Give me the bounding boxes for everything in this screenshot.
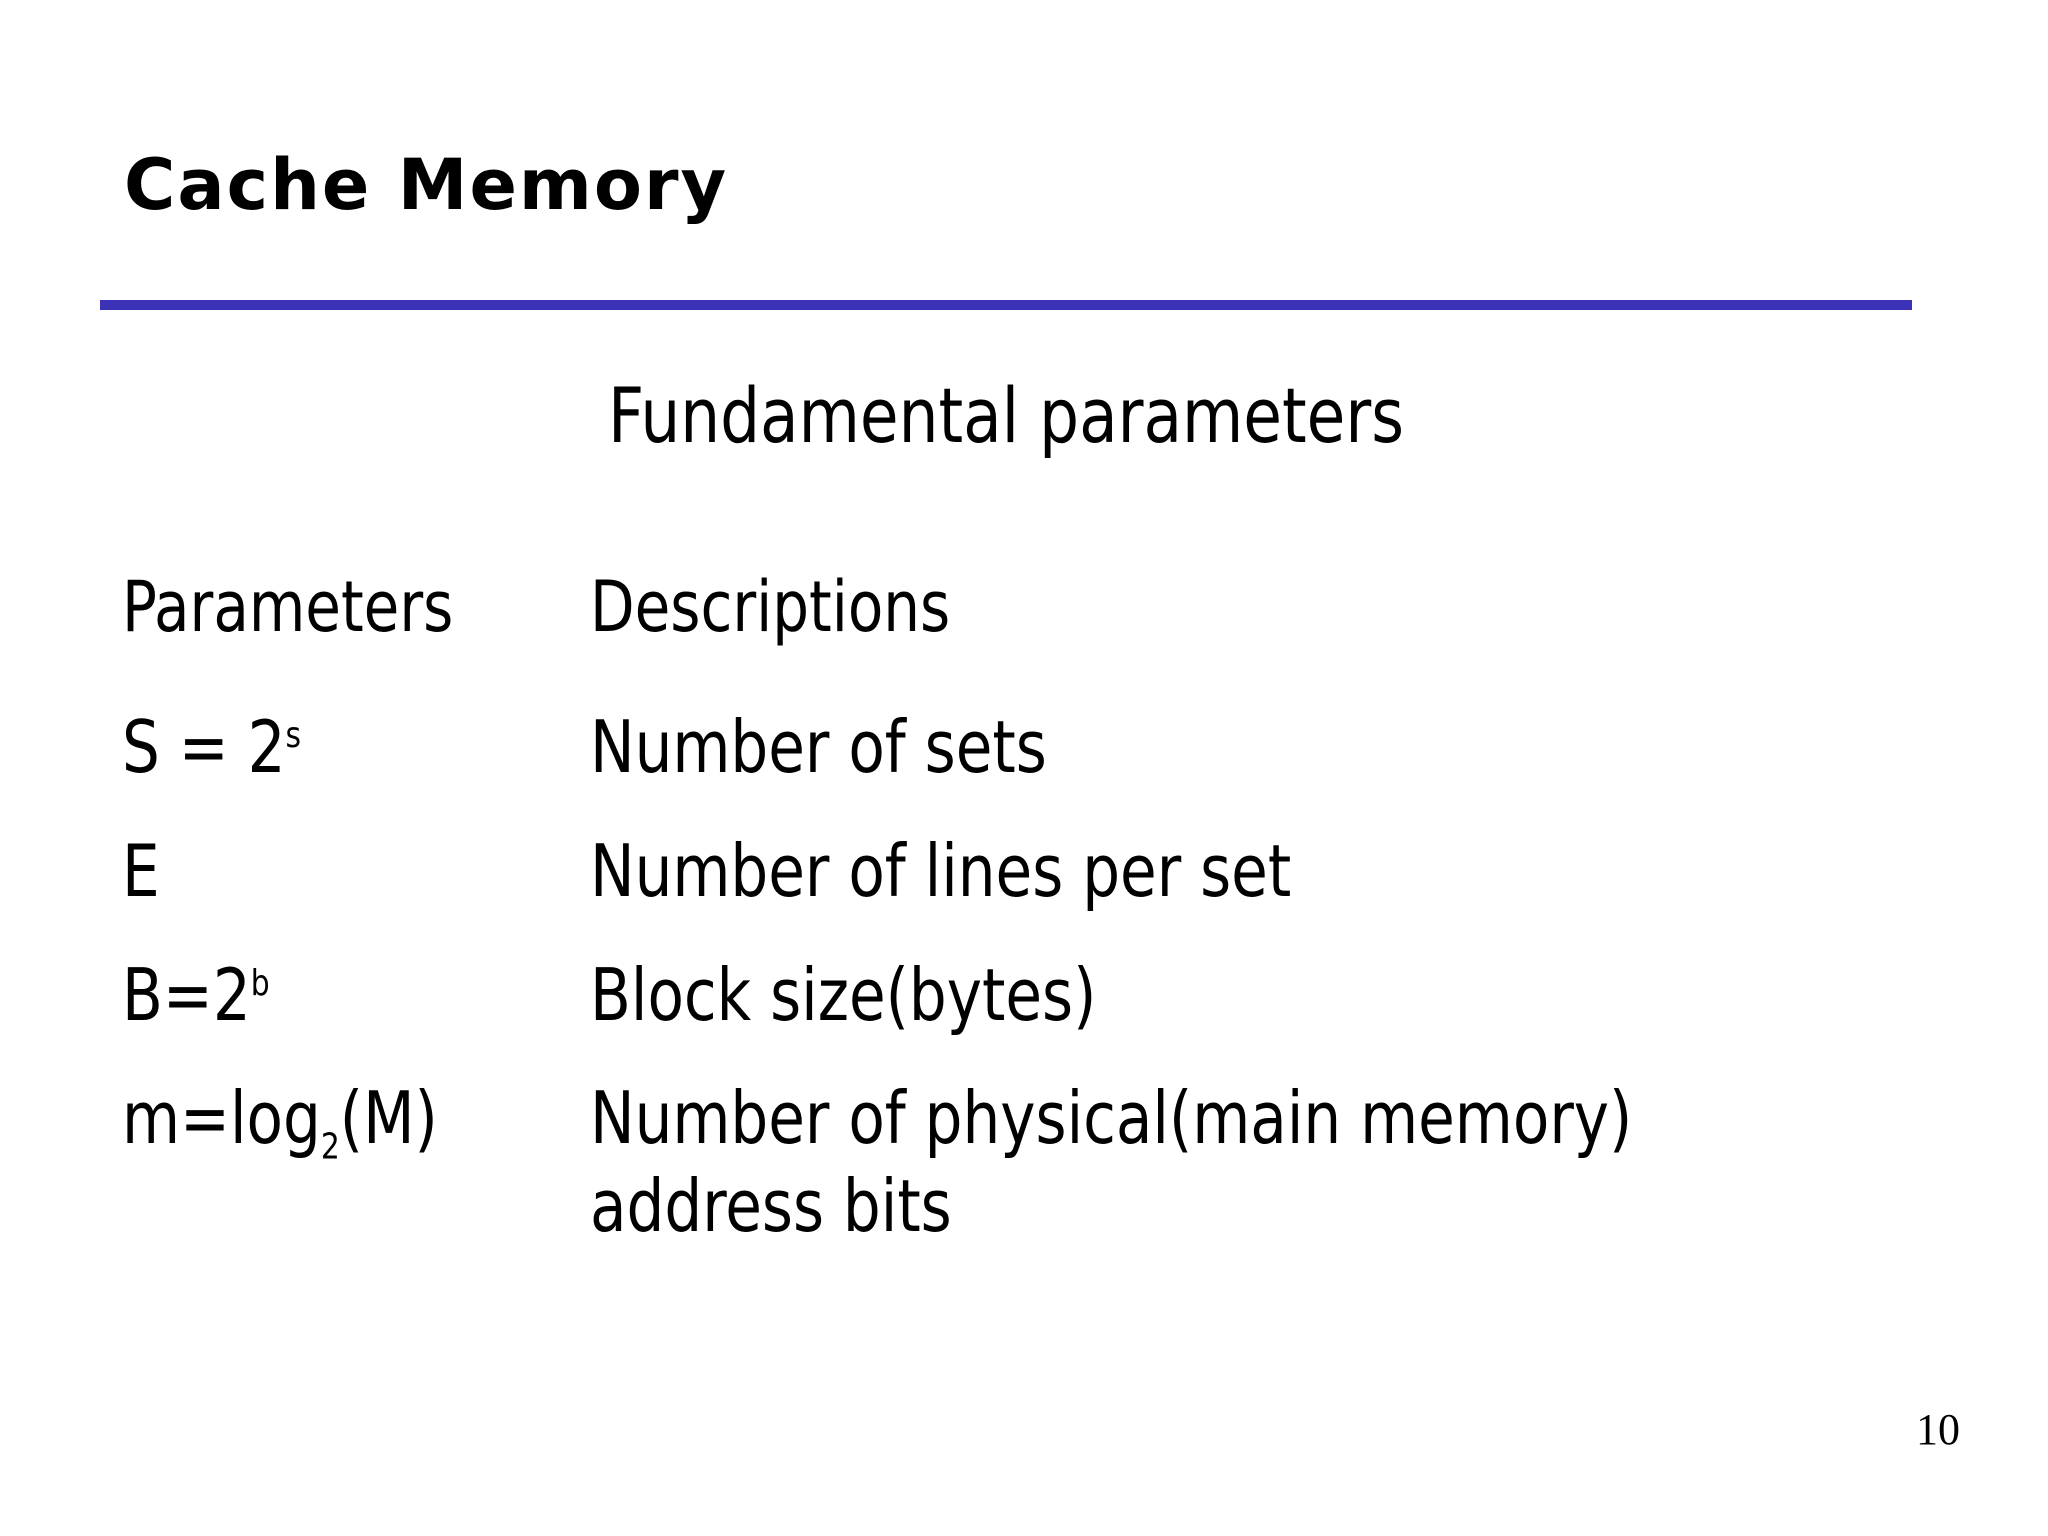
- section-heading: Fundamental parameters: [608, 371, 1405, 460]
- cell-description: Number of physical(main memory) address …: [590, 1076, 1633, 1249]
- column-header-descriptions: Descriptions: [590, 566, 951, 648]
- cell-parameter: B=2b: [122, 952, 553, 1040]
- column-header-parameters: Parameters: [122, 566, 454, 648]
- parameter-base: S = 2: [122, 705, 286, 789]
- page-number: 10: [1916, 1405, 1960, 1454]
- cell-parameter: E: [122, 828, 553, 916]
- parameter-base: E: [122, 828, 160, 913]
- parameter-base: B=2: [122, 952, 251, 1037]
- table-header-row: Parameters Descriptions: [122, 572, 1922, 642]
- parameter-superscript: b: [250, 962, 270, 1004]
- table-row: m=log2(M) Number of physical(main memory…: [122, 1075, 1922, 1251]
- table-row: S = 2s Number of sets: [122, 704, 1922, 792]
- parameter-superscript: s: [285, 715, 302, 756]
- cell-parameter: S = 2s: [122, 704, 553, 792]
- parameters-table: Parameters Descriptions S = 2s Number of…: [122, 572, 1922, 1251]
- table-row: E Number of lines per set: [122, 828, 1922, 916]
- cell-description: Number of sets: [590, 705, 1047, 789]
- parameter-subscript: 2: [320, 1126, 340, 1168]
- title-divider-rule: [100, 300, 1912, 310]
- page-title: Cache Memory: [124, 144, 729, 226]
- cell-parameter: m=log2(M): [122, 1075, 553, 1165]
- parameter-base: m=log: [122, 1076, 321, 1161]
- table-row: B=2b Block size(bytes): [122, 952, 1922, 1040]
- parameter-tail: (M): [339, 1076, 438, 1161]
- cell-description: Block size(bytes): [590, 952, 1097, 1037]
- cell-description: Number of lines per set: [590, 828, 1292, 913]
